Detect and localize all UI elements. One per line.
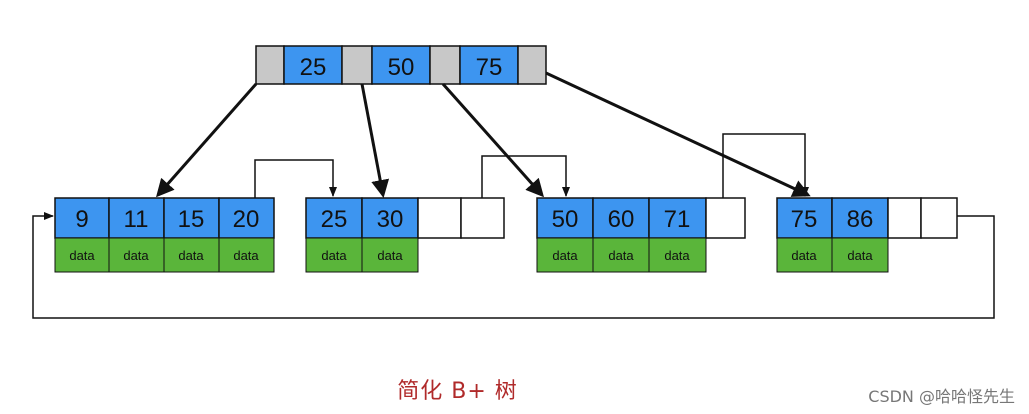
leaf-data-label: data <box>608 248 634 263</box>
child-pointer-arrow <box>360 83 390 198</box>
leaf-data-cell <box>776 237 833 273</box>
root-key-cell <box>283 45 343 85</box>
root-key: 75 <box>476 54 503 81</box>
leaf-empty-cell <box>705 197 746 239</box>
sibling-link-arrow <box>254 159 337 198</box>
leaf-data-label: data <box>377 248 403 263</box>
leaf-data-label: data <box>69 248 95 263</box>
root-key-cell <box>371 45 431 85</box>
leaf-key: 9 <box>75 206 88 233</box>
leaf-key: 30 <box>377 206 404 233</box>
leaf-data-cell <box>305 237 363 273</box>
wraparound-link-arrow <box>32 212 995 319</box>
leaf-empty-cell <box>887 197 922 239</box>
leaf-data-cell <box>831 237 889 273</box>
leaf-key-cell <box>305 197 363 239</box>
leaf-data-label: data <box>233 248 259 263</box>
leaf-node-1: 9 11 15 20 data data data data <box>54 197 275 273</box>
leaf-data-cell <box>536 237 594 273</box>
root-pointer-slot <box>429 45 461 85</box>
leaf-node-3: 50 60 71 data data data <box>536 197 746 273</box>
child-pointer-arrow <box>156 83 258 198</box>
sibling-link-arrow <box>481 155 570 198</box>
root-pointer-slot <box>517 45 547 85</box>
child-pointers <box>156 71 811 198</box>
root-node: 25 50 75 <box>255 45 547 85</box>
leaf-key: 86 <box>847 206 874 233</box>
leaf-data-label: data <box>321 248 347 263</box>
leaf-data-cell <box>361 237 419 273</box>
leaf-empty-cell <box>460 197 505 239</box>
leaf-key: 20 <box>233 206 260 233</box>
child-pointer-arrow <box>441 83 544 198</box>
leaf-key-cell <box>776 197 833 239</box>
leaf-data-cell <box>592 237 650 273</box>
root-key: 25 <box>300 54 327 81</box>
leaf-data-label: data <box>847 248 873 263</box>
leaf-key-cell <box>218 197 275 239</box>
leaf-key: 15 <box>178 206 205 233</box>
leaf-data-cell <box>648 237 707 273</box>
leaf-data-cell <box>163 237 220 273</box>
leaf-key-cell <box>648 197 707 239</box>
watermark: CSDN @哈哈怪先生 <box>868 387 1015 406</box>
leaf-data-label: data <box>791 248 817 263</box>
root-key-cell <box>459 45 519 85</box>
sibling-link-arrow <box>722 133 809 198</box>
leaf-empty-cell <box>920 197 958 239</box>
sibling-links <box>254 133 809 198</box>
leaf-data-cell <box>108 237 165 273</box>
leaf-node-2: 25 30 data data <box>305 197 505 273</box>
child-pointer-arrow <box>545 71 811 197</box>
leaf-key: 71 <box>664 206 691 233</box>
leaf-data-label: data <box>664 248 690 263</box>
leaf-key: 11 <box>124 206 149 233</box>
leaf-key: 60 <box>608 206 635 233</box>
root-pointer-slot <box>341 45 373 85</box>
diagram-caption: 简化 B+ 树 <box>397 379 518 404</box>
leaf-key: 50 <box>552 206 579 233</box>
leaf-key: 25 <box>321 206 348 233</box>
root-key: 50 <box>388 54 415 81</box>
root-pointer-slot <box>255 45 285 85</box>
leaf-node-4: 75 86 data data <box>776 197 958 273</box>
leaf-data-label: data <box>123 248 149 263</box>
leaf-empty-cell <box>417 197 462 239</box>
leaf-key: 75 <box>791 206 818 233</box>
leaf-data-cell <box>218 237 275 273</box>
leaf-data-label: data <box>552 248 578 263</box>
leaf-key-cell <box>163 197 220 239</box>
leaf-data-label: data <box>178 248 204 263</box>
